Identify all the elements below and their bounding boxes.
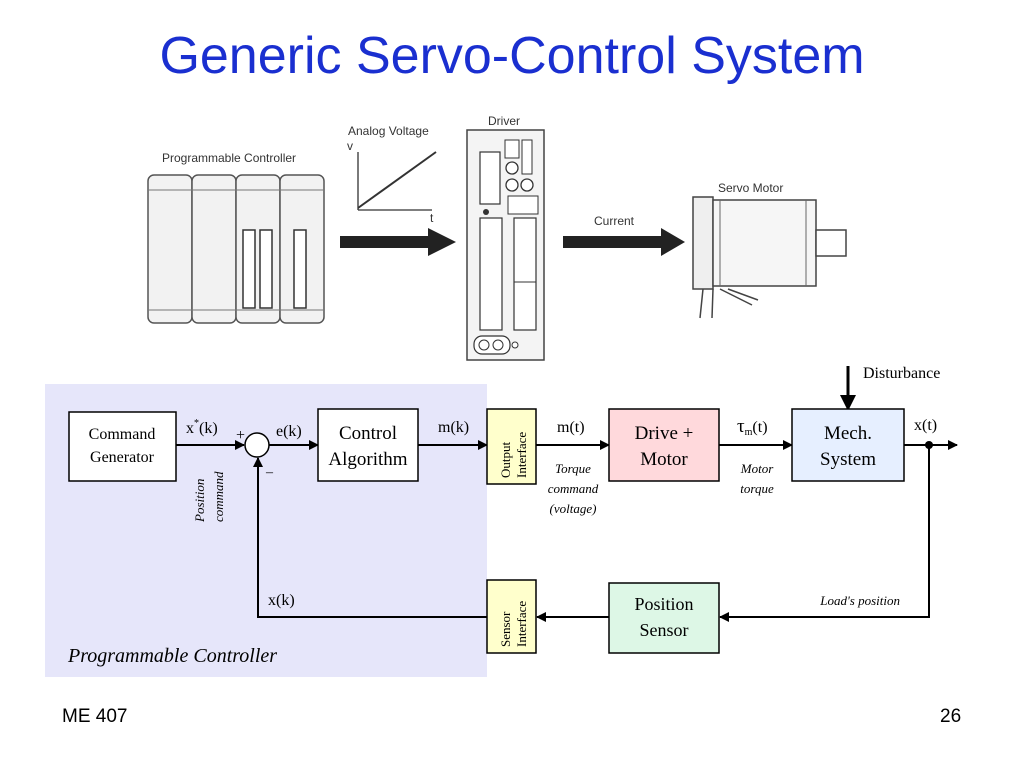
current-label: Current bbox=[594, 214, 635, 228]
servo-motor-label: Servo Motor bbox=[718, 181, 783, 195]
t-axis-label: t bbox=[430, 211, 434, 225]
position-sensor-block: Position Sensor bbox=[608, 582, 720, 654]
loads-position-label: Load's position bbox=[819, 593, 900, 608]
svg-text:System: System bbox=[820, 449, 876, 470]
mk-label: m(k) bbox=[438, 419, 469, 436]
svg-text:Output: Output bbox=[498, 442, 513, 479]
control-algorithm-block: Control Algorithm bbox=[317, 408, 419, 482]
slide-title: Generic Servo-Control System bbox=[159, 27, 865, 85]
svg-text:Control: Control bbox=[339, 423, 397, 444]
svg-text:Motor: Motor bbox=[740, 461, 774, 476]
svg-text:Sensor: Sensor bbox=[498, 611, 513, 647]
svg-text:Mech.: Mech. bbox=[824, 423, 872, 444]
output-interface-block: Output Interface bbox=[486, 408, 537, 485]
svg-text:Motor: Motor bbox=[640, 449, 688, 470]
mech-system-block: Mech. System bbox=[791, 408, 905, 482]
svg-text:command: command bbox=[548, 481, 599, 496]
driver-label: Driver bbox=[488, 114, 520, 128]
svg-text:Interface: Interface bbox=[514, 601, 529, 647]
analog-voltage-plot: Analog Voltage v t bbox=[347, 124, 437, 225]
motor-torque-symbol: τm(t) bbox=[737, 416, 768, 438]
xk-feedback-line bbox=[253, 457, 487, 618]
error-label: e(k) bbox=[276, 423, 302, 440]
position-command-label: Position bbox=[192, 479, 207, 523]
command-generator-block: Command Generator bbox=[68, 411, 177, 482]
servo-motor-illustration: Servo Motor bbox=[692, 181, 847, 319]
svg-text:Position: Position bbox=[192, 479, 207, 523]
plus-sign: + bbox=[236, 427, 245, 444]
svg-text:Drive +: Drive + bbox=[635, 423, 694, 444]
xt-label: x(t) bbox=[914, 417, 937, 434]
controller-region-label: Programmable Controller bbox=[67, 645, 277, 667]
x-star-k-label: x*(k) bbox=[186, 418, 218, 437]
svg-text:Interface: Interface bbox=[514, 432, 529, 478]
driver-illustration: Driver bbox=[466, 114, 545, 361]
sensor-interface-block: Sensor Interface bbox=[486, 579, 537, 654]
xk-label: x(k) bbox=[268, 592, 295, 609]
drive-motor-block: Drive + Motor bbox=[608, 408, 720, 482]
load-position-feedback-line bbox=[719, 445, 930, 622]
motor-torque-label: Motor torque bbox=[740, 461, 774, 496]
svg-text:Position: Position bbox=[634, 594, 693, 614]
mt-label: m(t) bbox=[557, 419, 585, 436]
svg-text:torque: torque bbox=[740, 481, 774, 496]
v-axis-label: v bbox=[347, 139, 353, 153]
summing-junction bbox=[244, 432, 270, 458]
minus-sign: – bbox=[265, 465, 274, 480]
svg-text:Generator: Generator bbox=[90, 449, 155, 466]
svg-text:command: command bbox=[211, 471, 226, 522]
analog-voltage-label: Analog Voltage bbox=[348, 124, 429, 138]
svg-text:Algorithm: Algorithm bbox=[328, 449, 407, 470]
page-number: 26 bbox=[940, 706, 962, 727]
svg-text:Sensor: Sensor bbox=[640, 620, 689, 640]
programmable-controller-illustration: Programmable Controller bbox=[147, 151, 325, 324]
torque-command-label: Torque command (voltage) bbox=[548, 461, 599, 516]
signal-arrow-icon bbox=[340, 228, 456, 256]
current-arrow-icon: Current bbox=[563, 214, 685, 256]
svg-text:Command: Command bbox=[89, 426, 156, 443]
disturbance-label: Disturbance bbox=[863, 365, 940, 382]
svg-text:Torque: Torque bbox=[555, 461, 591, 476]
footer-course: ME 407 bbox=[62, 706, 128, 727]
programmable-controller-label: Programmable Controller bbox=[162, 151, 296, 165]
svg-text:(voltage): (voltage) bbox=[550, 501, 597, 516]
